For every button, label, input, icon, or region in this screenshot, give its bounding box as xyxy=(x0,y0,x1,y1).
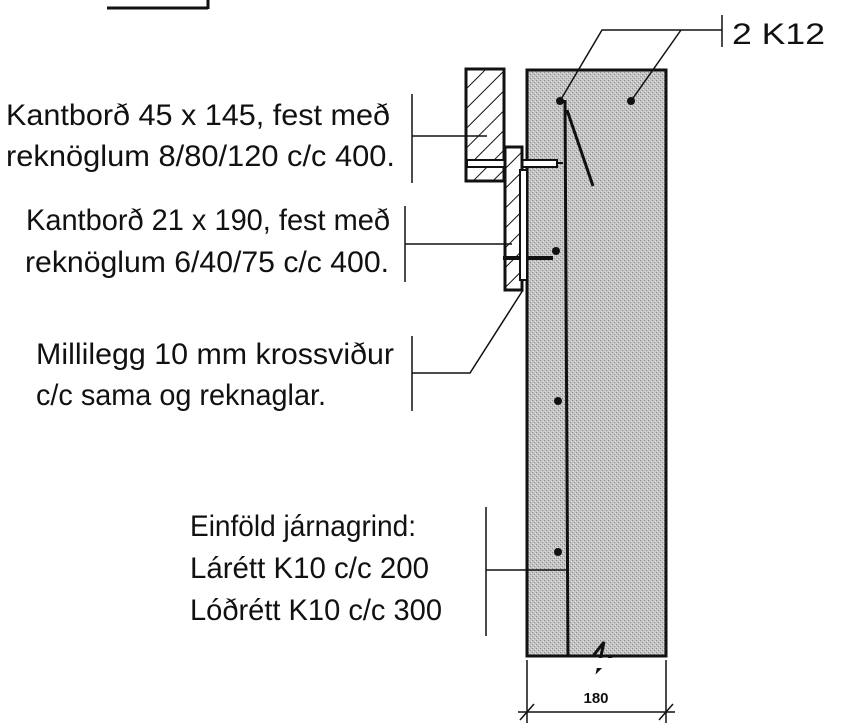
label-mesh-line1: Einföld járnagrind: xyxy=(190,510,416,543)
dimension-tick-left xyxy=(519,703,535,721)
rebar-dot xyxy=(554,397,562,405)
rebar-dot xyxy=(552,247,560,255)
leader-shim xyxy=(412,289,524,374)
concrete-wall xyxy=(525,68,668,658)
label-shim-line2: c/c sama og reknaglar. xyxy=(36,379,326,412)
leader-rebar-top-2 xyxy=(630,29,682,102)
label-fascia-2-line1: Kantborð 21 x 190, fest með xyxy=(26,204,390,237)
wall-break-mask xyxy=(528,658,665,668)
diagonal-bar xyxy=(565,109,595,187)
label-fascia-1-line2: reknöglum 8/80/120 c/c 400. xyxy=(6,140,395,173)
wall-break-mark xyxy=(527,641,666,675)
label-mesh-line3: Lóðrétt K10 c/c 300 xyxy=(190,594,442,627)
label-fascia-1-line1: Kantborð 45 x 145, fest með xyxy=(6,99,390,132)
vertical-rebar xyxy=(563,99,570,658)
label-fascia-2-line2: reknöglum 6/40/75 c/c 400. xyxy=(25,246,389,279)
label-mesh-line2: Lárétt K10 c/c 200 xyxy=(190,552,429,585)
rebar-dot xyxy=(554,548,562,556)
label-shim-line1: Millilegg 10 mm krossviður xyxy=(36,338,394,371)
label-rebar-top: 2 K12 xyxy=(732,18,825,51)
plywood-shim xyxy=(519,169,528,281)
leader-rebar-top xyxy=(559,29,722,102)
dimension-label: 180 xyxy=(583,690,608,707)
dimension-tick-right xyxy=(658,703,674,721)
